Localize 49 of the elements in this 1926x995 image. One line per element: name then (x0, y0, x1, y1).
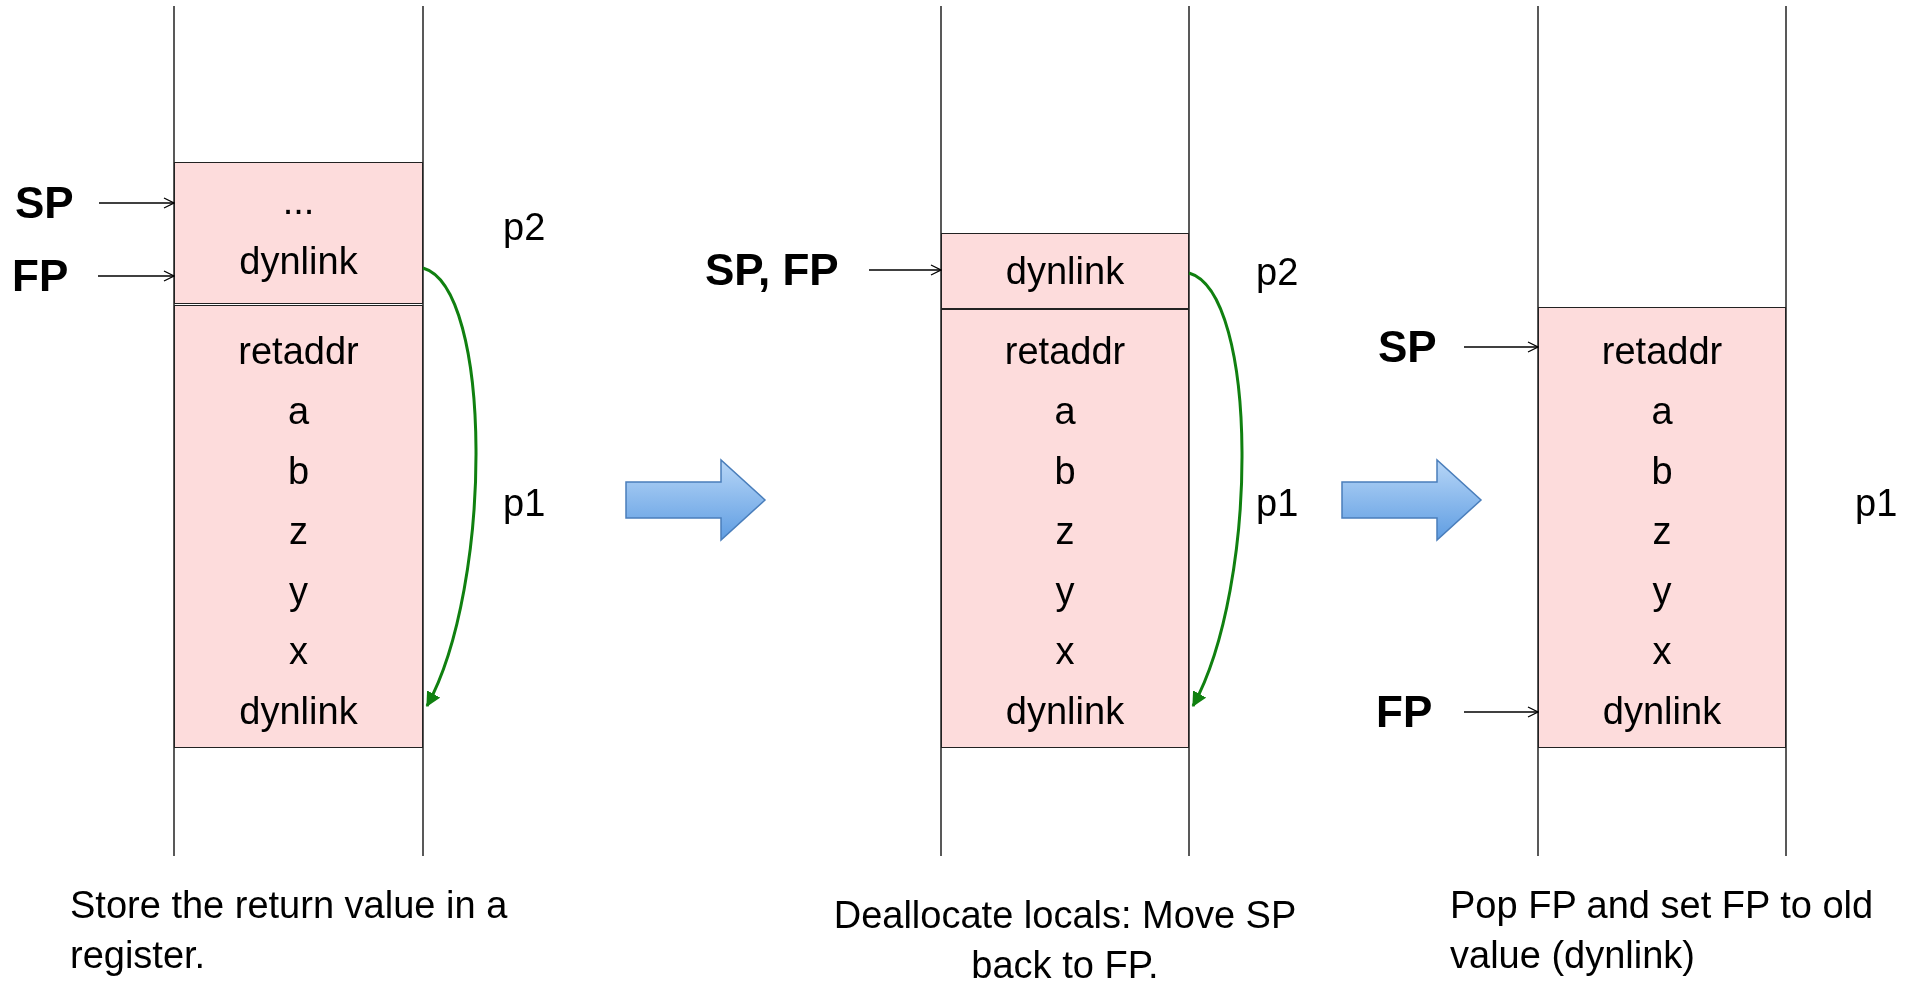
caption-text: Deallocate locals: Move SP back to FP. (832, 893, 1298, 988)
caption-text: Store the return value in a register. (70, 883, 509, 978)
stack-entry: z (1652, 509, 1672, 554)
stack-entry: a (1651, 389, 1673, 434)
stack-entry: a (287, 389, 310, 434)
pointer-arrow (1463, 706, 1539, 718)
frame-label: p1 (503, 481, 546, 526)
pointer-arrow (98, 197, 175, 209)
stack-entry: x (1055, 629, 1075, 674)
stack-entry: y (1652, 569, 1672, 614)
stack-entry: retaddr (1004, 329, 1126, 374)
register-label: FP (1376, 689, 1450, 735)
frame-label: p2 (503, 205, 546, 250)
stack-entry: a (1054, 389, 1076, 434)
frame-label: p2 (1256, 250, 1299, 295)
stack-entry: dynlink (239, 689, 358, 734)
register-label: SP (15, 180, 85, 226)
pointer-arrow (868, 264, 942, 276)
stack-entry: retaddr (238, 329, 359, 374)
frame-label: p1 (1256, 481, 1299, 526)
stack-entry: b (287, 449, 310, 494)
frame-label: p1 (1855, 481, 1898, 526)
stack-entry: y (1055, 569, 1075, 614)
pointer-arrow (97, 270, 175, 282)
stack-entry: z (289, 509, 308, 554)
stack-frame (941, 309, 1189, 748)
pointer-arrow (1463, 341, 1539, 353)
register-label: SP (1378, 324, 1450, 370)
stack-entry: y (289, 569, 308, 614)
stack-entry: x (1652, 629, 1672, 674)
stack-entry: x (289, 629, 308, 674)
link-arrow (1188, 271, 1244, 708)
stack-frame (174, 305, 423, 748)
stack-entry: dynlink (1005, 689, 1125, 734)
stack-entry: b (1054, 449, 1076, 494)
stack-entry: b (1651, 449, 1673, 494)
stack-entry: dynlink (1602, 689, 1722, 734)
stack-entry: retaddr (1601, 329, 1723, 374)
stack-frame (941, 233, 1189, 309)
stack-frame (1538, 307, 1786, 748)
link-arrow (422, 266, 478, 708)
stack-entry: ... (282, 179, 315, 224)
register-label: SP, FP (705, 247, 855, 293)
stack-entry: dynlink (239, 239, 358, 284)
caption-text: Pop FP and set FP to old value (dynlink) (1450, 883, 1875, 978)
stack-entry: dynlink (1005, 249, 1125, 294)
register-label: FP (12, 253, 84, 299)
stack-frame (174, 162, 423, 304)
stack-entry: z (1055, 509, 1075, 554)
